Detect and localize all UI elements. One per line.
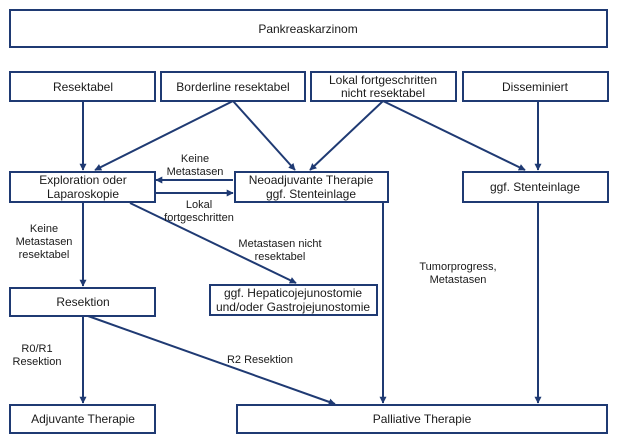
- node-pankreaskarzinom: Pankreaskarzinom: [9, 9, 608, 48]
- node-neoadjuvant-line-2: ggf. Stenteinlage: [266, 187, 356, 201]
- node-stenteinlage: ggf. Stenteinlage: [462, 171, 609, 203]
- node-lokal-line-2: nicht resektabel: [341, 86, 425, 100]
- node-palliativ-line-1: Palliative Therapie: [373, 412, 472, 426]
- edge-label-metastasen-nicht-resektabel-line-2: resektabel: [255, 251, 306, 263]
- edge-label-tumorprogress: Tumorprogress, Metastasen: [419, 261, 496, 286]
- node-hepatico: ggf. Hepaticojejunostomie und/oder Gastr…: [209, 284, 378, 316]
- node-exploration-line-2: Laparoskopie: [47, 187, 119, 201]
- edge-label-metastasen-nicht-resektabel: Metastasen nicht resektabel: [238, 238, 321, 263]
- node-palliativ: Palliative Therapie: [236, 404, 608, 434]
- node-lokal-line-1: Lokal fortgeschritten: [329, 73, 437, 87]
- edge-label-metastasen-nicht-resektabel-line-1: Metastasen nicht: [238, 238, 321, 250]
- edge-label-keine-metastasen-resektabel-line-1: Keine: [30, 223, 58, 235]
- edge-label-tumorprogress-line-2: Metastasen: [430, 274, 487, 286]
- edge-exploration-hepatico: [129, 202, 297, 284]
- node-adjuvant: Adjuvante Therapie: [9, 404, 156, 434]
- node-borderline: Borderline resektabel: [160, 71, 306, 102]
- node-exploration-line-1: Exploration oder: [39, 173, 126, 187]
- edge-label-lokal-fortgeschritten-line-2: fortgeschritten: [164, 212, 234, 224]
- edge-borderline-exploration: [94, 100, 234, 171]
- edge-label-r2: R2 Resektion: [227, 354, 293, 366]
- edge-label-keine-metastasen-resektabel-line-3: resektabel: [19, 249, 70, 261]
- node-stenteinlage-line-1: ggf. Stenteinlage: [490, 180, 580, 194]
- edge-label-keine-metastasen-top-line-2: Metastasen: [167, 166, 224, 178]
- edge-borderline-neoadjuvant: [232, 100, 296, 171]
- node-exploration: Exploration oder Laparoskopie: [9, 171, 156, 203]
- node-disseminiert: Disseminiert: [462, 71, 609, 102]
- node-resektabel: Resektabel: [9, 71, 156, 102]
- node-pankreaskarzinom-line-1: Pankreaskarzinom: [258, 22, 357, 36]
- node-hepatico-line-2: und/oder Gastrojejunostomie: [216, 300, 370, 314]
- node-resektabel-line-1: Resektabel: [53, 80, 113, 94]
- edge-label-keine-metastasen-resektabel: Keine Metastasen resektabel: [16, 223, 73, 261]
- node-resektion: Resektion: [9, 287, 156, 317]
- node-neoadjuvant: Neoadjuvante Therapie ggf. Stenteinlage: [234, 171, 389, 203]
- edge-label-tumorprogress-line-1: Tumorprogress,: [419, 261, 496, 273]
- node-disseminiert-line-1: Disseminiert: [502, 80, 569, 94]
- edge-label-keine-metastasen-top: Keine Metastasen: [167, 153, 224, 178]
- edge-label-r0r1: R0/R1 Resektion: [13, 343, 62, 368]
- edge-label-lokal-fortgeschritten-line-1: Lokal: [186, 199, 212, 211]
- edge-lokal-neoadjuvant: [309, 100, 384, 171]
- edges: [79, 100, 542, 406]
- edge-label-lokal-fortgeschritten: Lokal fortgeschritten: [164, 199, 234, 224]
- edge-label-keine-metastasen-resektabel-line-2: Metastasen: [16, 236, 73, 248]
- node-lokal: Lokal fortgeschritten nicht resektabel: [310, 71, 457, 102]
- node-resektion-line-1: Resektion: [56, 295, 109, 309]
- node-borderline-line-1: Borderline resektabel: [176, 80, 289, 94]
- edge-label-r0r1-line-1: R0/R1: [21, 343, 52, 355]
- edge-resektion-palliativ: [87, 315, 336, 406]
- edge-label-keine-metastasen-top-line-1: Keine: [181, 153, 209, 165]
- node-adjuvant-line-1: Adjuvante Therapie: [31, 412, 135, 426]
- edge-label-r2-line-1: R2 Resektion: [227, 354, 293, 366]
- node-hepatico-line-1: ggf. Hepaticojejunostomie: [224, 286, 362, 300]
- edge-lokal-stenteinlage: [382, 100, 526, 171]
- edge-label-r0r1-line-2: Resektion: [13, 356, 62, 368]
- node-neoadjuvant-line-1: Neoadjuvante Therapie: [249, 173, 374, 187]
